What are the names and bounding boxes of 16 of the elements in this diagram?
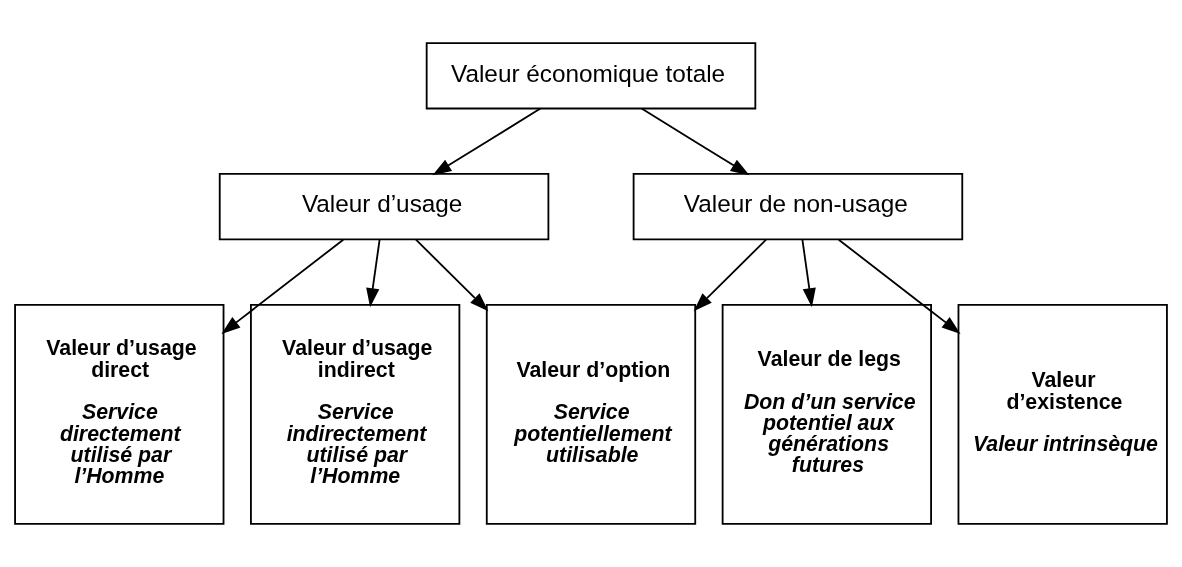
arrow [415,238,489,312]
node-box: Valeur d’usage direct Service directement utilisé par l’Homme [14,303,225,525]
node-box: Valeur d’usage indirect Service indirectement utilisé par l’Homme [250,303,461,525]
node-box: Valeur de non-usage [632,173,964,241]
arrow [640,107,750,176]
arrow [837,238,961,334]
arrow [366,238,381,308]
arrow [693,238,767,312]
node-box: Valeur d’usage [218,173,550,241]
node-box: Valeur d’option Service potentiellement utilisable [485,303,697,525]
node-box: Valeur d’existence Valeur intrinsèque [957,303,1168,525]
arrow [221,238,345,334]
arrow [432,107,542,176]
node-box: Valeur de legs Don d’un service potentiel aux générations futures [721,303,932,525]
node-box: Valeur économique totale [425,42,757,110]
arrow [801,238,816,308]
